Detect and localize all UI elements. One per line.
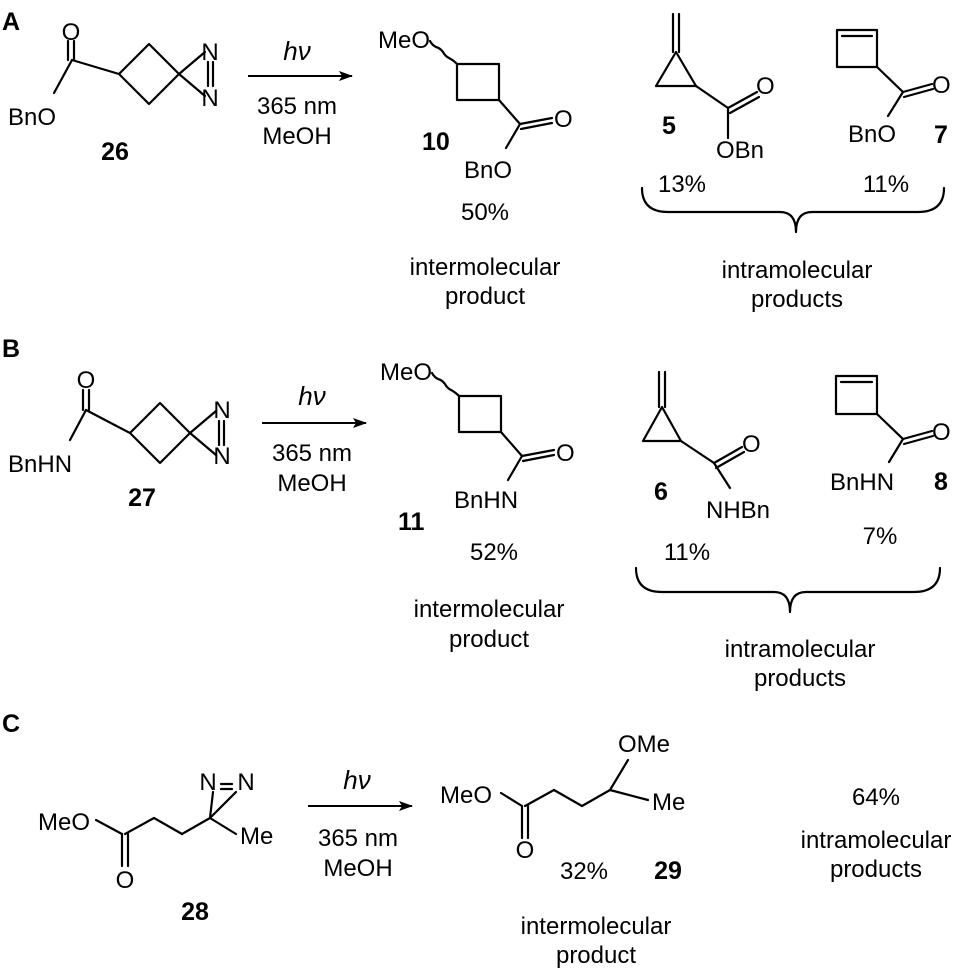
atom-o: O (62, 19, 81, 46)
group-meo: MeO (378, 27, 430, 54)
group-obn: OBn (716, 137, 764, 164)
atom-o: O (556, 440, 575, 467)
panel-a: A O BnO N N 26 hν 365 nm MeOH (2, 8, 951, 313)
caption-inter-line2: product (445, 283, 525, 310)
structure-8: O BnHN (830, 374, 951, 496)
solvent: MeOH (277, 470, 346, 497)
yield-29: 32% (560, 858, 608, 885)
atom-n: N (237, 769, 254, 796)
group-bnhn: BnHN (830, 469, 894, 496)
compound-label-8: 8 (934, 468, 948, 496)
caption-inter-line2: product (556, 942, 636, 969)
atom-o: O (756, 73, 775, 100)
group-nhbn: NHBn (706, 497, 770, 524)
structure-11: MeO O BnHN (380, 359, 575, 514)
atom-o: O (932, 72, 951, 99)
atom-n: N (213, 443, 230, 470)
panel-b: B O BnHN N N 27 hν 365 nm MeOH (2, 335, 951, 692)
group-meo: MeO (380, 359, 432, 386)
structure-5: O OBn (654, 12, 775, 164)
compound-label-5: 5 (662, 112, 676, 140)
yield-intra: 64% (852, 784, 900, 811)
structure-26: O BnO N N (8, 19, 219, 131)
caption-inter-line1: intermolecular (521, 913, 672, 940)
atom-n: N (213, 397, 230, 424)
solvent: MeOH (262, 123, 331, 150)
group-meo: MeO (440, 782, 492, 809)
solvent: MeOH (323, 855, 392, 882)
caption-intra-line2: products (754, 665, 846, 692)
light-symbol: hν (283, 36, 310, 66)
panel-label-a: A (2, 8, 20, 36)
group-bnhn: BnHN (454, 487, 518, 514)
structure-6: O NHBn (641, 370, 770, 524)
structure-10: MeO O BnO (378, 27, 573, 184)
compound-label-26: 26 (101, 138, 129, 166)
compound-label-29: 29 (654, 857, 682, 885)
yield-8: 7% (863, 523, 898, 550)
yield-5: 13% (658, 171, 706, 198)
atom-o: O (77, 367, 96, 394)
compound-label-10: 10 (422, 128, 450, 156)
structure-27: O BnHN N N (8, 367, 231, 478)
atom-o: O (516, 837, 535, 864)
yield-10: 50% (461, 199, 509, 226)
brace (634, 566, 942, 614)
caption-intra-line2: products (830, 856, 922, 883)
structure-7: O BnO (835, 28, 951, 148)
light-symbol: hν (298, 381, 325, 411)
group-me: Me (652, 789, 685, 816)
caption-intra-line1: intramolecular (725, 636, 876, 663)
atom-n: N (201, 39, 218, 66)
atom-o: O (742, 431, 761, 458)
atom-n: N (199, 769, 216, 796)
compound-label-7: 7 (934, 121, 948, 149)
caption-intra-line2: products (751, 286, 843, 313)
group-ome: OMe (618, 731, 670, 758)
atom-o: O (554, 106, 573, 133)
compound-label-27: 27 (128, 484, 156, 512)
wavelength: 365 nm (318, 825, 398, 852)
panel-c: C MeO O N N Me 28 hν 365 nm MeOH (2, 710, 951, 969)
yield-6: 11% (664, 539, 710, 566)
group-bno: BnO (8, 104, 56, 131)
group-meo: MeO (38, 809, 90, 836)
caption-intra-line1: intramolecular (801, 827, 952, 854)
caption-inter-line1: intermolecular (410, 254, 561, 281)
atom-o: O (116, 867, 135, 894)
caption-inter-line1: intermolecular (414, 596, 565, 623)
caption-intra-line1: intramolecular (722, 257, 873, 284)
group-bnhn: BnHN (8, 451, 72, 478)
structure-29: MeO O OMe Me (440, 731, 685, 864)
panel-label-c: C (2, 710, 20, 738)
group-bno: BnO (848, 121, 896, 148)
atom-o: O (932, 419, 951, 446)
compound-label-11: 11 (398, 508, 425, 536)
brace (640, 186, 946, 234)
atom-n: N (201, 85, 218, 112)
group-me: Me (240, 823, 273, 850)
yield-11: 52% (470, 539, 518, 566)
panel-label-b: B (2, 335, 20, 363)
compound-label-28: 28 (181, 898, 209, 926)
wavelength: 365 nm (257, 93, 337, 120)
compound-label-6: 6 (654, 478, 668, 506)
light-symbol: hν (343, 765, 370, 795)
structure-28: MeO O N N Me (38, 769, 273, 894)
caption-inter-line2: product (449, 626, 529, 653)
yield-7: 11% (863, 171, 909, 198)
group-bno: BnO (464, 157, 512, 184)
wavelength: 365 nm (272, 440, 352, 467)
